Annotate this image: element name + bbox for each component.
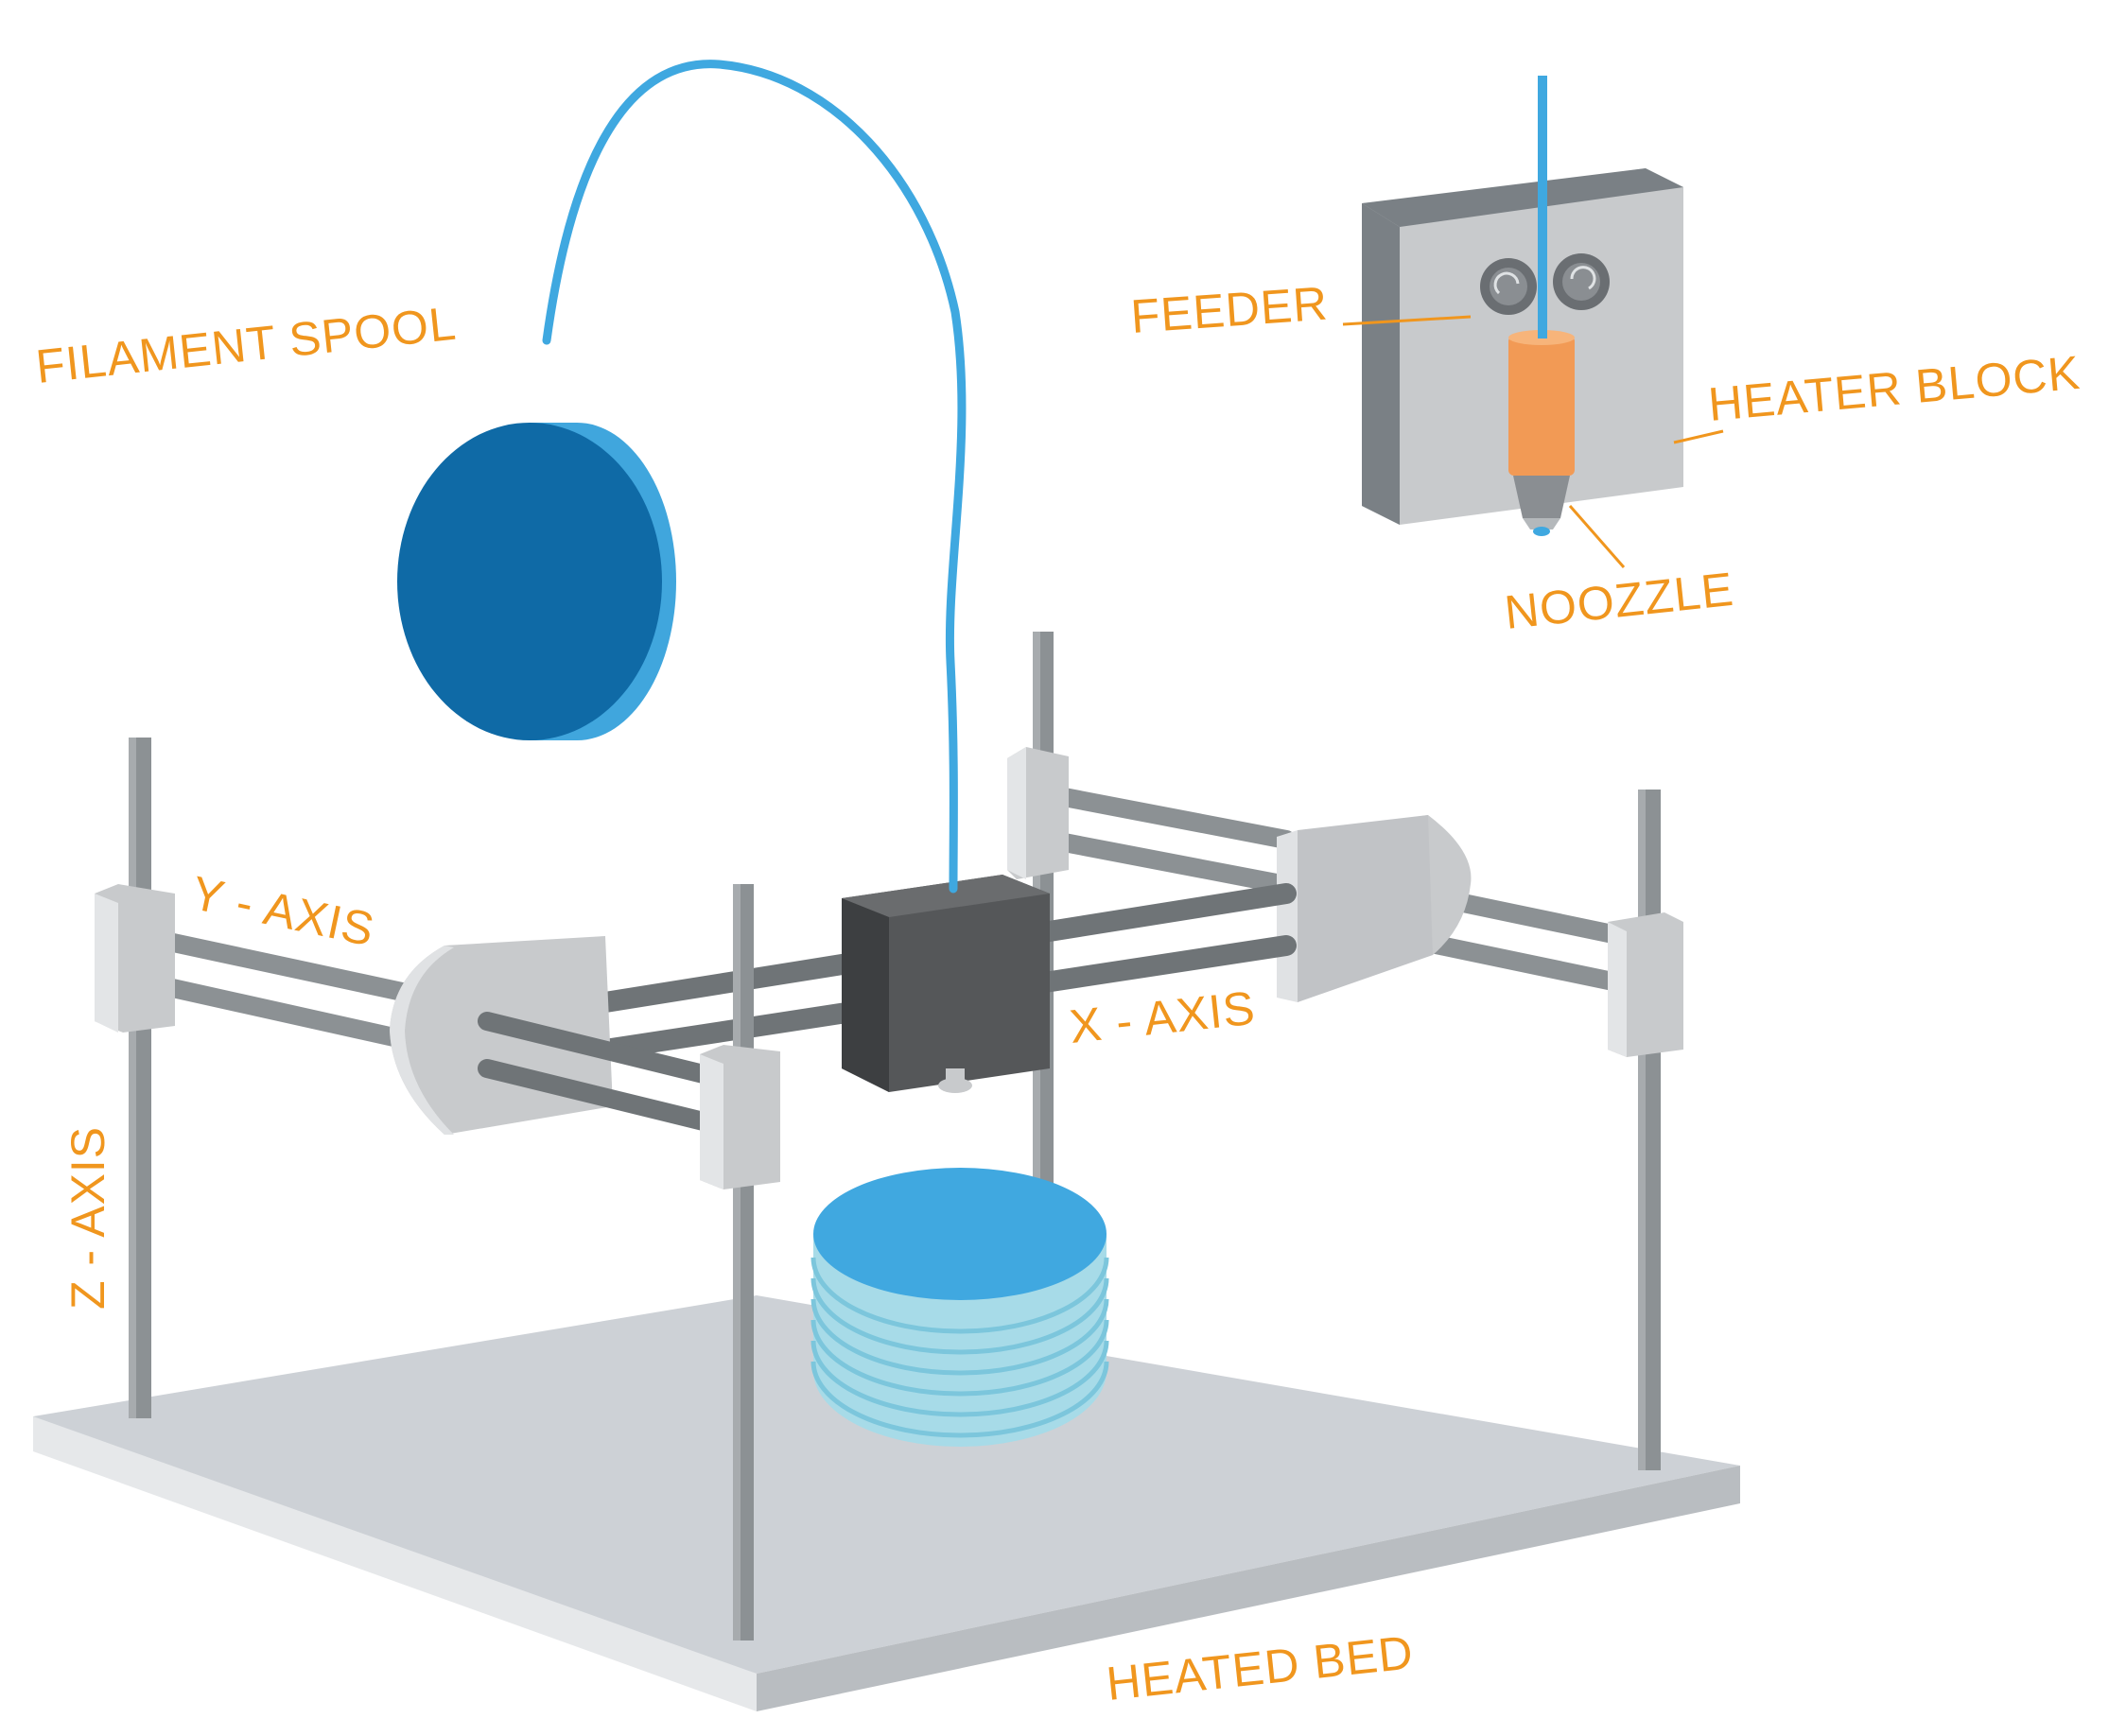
label-x-axis: X - AXIS	[1067, 981, 1258, 1053]
printed-object	[810, 1168, 1109, 1447]
left-y-carriage	[390, 936, 728, 1135]
label-noozzle: NOOZZLE	[1502, 563, 1736, 639]
front-mid-frame	[700, 884, 780, 1641]
label-heater-block: HEATER BLOCK	[1706, 346, 2082, 431]
heated-bed	[33, 1295, 1740, 1711]
extruder-head	[842, 875, 1050, 1093]
leader-lines	[1342, 315, 1724, 568]
label-filament-spool: FILAMENT SPOOL	[33, 297, 459, 393]
left-frame	[95, 738, 416, 1418]
label-z-axis: Z - AXIS	[61, 1126, 114, 1310]
right-y-carriage	[1277, 815, 1472, 1002]
filament-spool	[397, 423, 676, 740]
filament-line	[542, 60, 967, 894]
label-feeder: FEEDER	[1129, 277, 1330, 343]
right-rod-block	[1608, 912, 1683, 1057]
label-heated-bed: HEATED BED	[1104, 1625, 1416, 1710]
heater-block-inset	[1362, 76, 1683, 536]
